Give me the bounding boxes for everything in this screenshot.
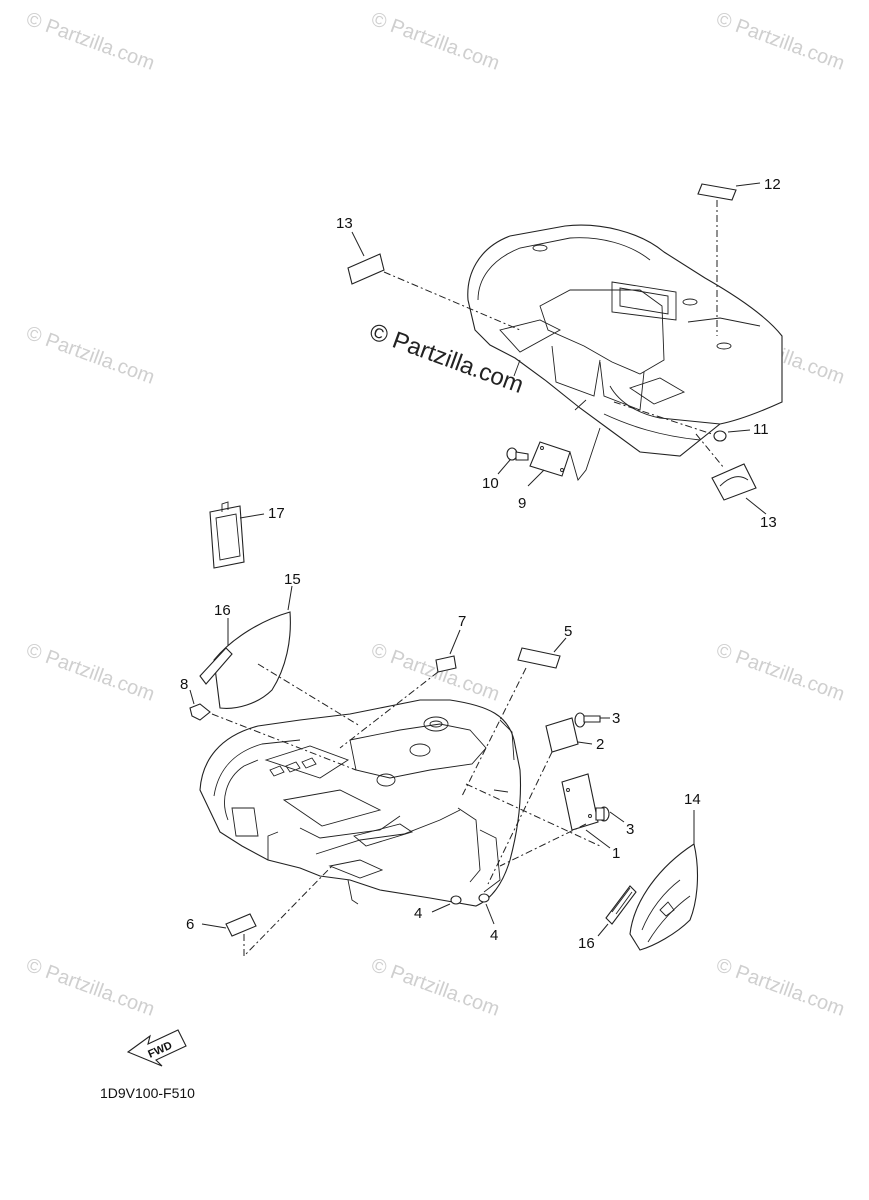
watermark: © Partzilla.com xyxy=(23,639,157,706)
watermark: © Partzilla.com xyxy=(23,322,157,389)
part-9-plate[interactable] xyxy=(529,441,571,477)
diagram-code: 1D9V100-F510 xyxy=(100,1085,195,1101)
part-7-label[interactable] xyxy=(435,655,457,673)
part-10-rivet[interactable] xyxy=(506,447,529,461)
callout-4-left: 4 xyxy=(414,905,422,922)
part-15-visor[interactable] xyxy=(213,611,291,709)
part-5-decal[interactable] xyxy=(517,647,561,669)
part-3-rivet-upper[interactable] xyxy=(574,712,601,728)
part-17-warning-tag[interactable] xyxy=(209,501,245,569)
watermark: © Partzilla.com xyxy=(23,8,157,75)
part-13-logo-decal[interactable] xyxy=(711,463,757,501)
part-8-emblem[interactable] xyxy=(189,703,211,721)
callout-10: 10 xyxy=(482,475,499,492)
callout-8: 8 xyxy=(180,676,188,693)
watermark: © Partzilla.com xyxy=(368,639,502,706)
watermark: © Partzilla.com xyxy=(713,954,847,1021)
callout-4-right: 4 xyxy=(490,927,498,944)
callout-9: 9 xyxy=(518,495,526,512)
rear-fender xyxy=(467,224,783,457)
callout-11: 11 xyxy=(753,421,769,438)
part-16-stripe-upper[interactable] xyxy=(199,647,233,685)
callout-7: 7 xyxy=(458,613,466,630)
part-11-grommet[interactable] xyxy=(713,430,727,442)
callout-15: 15 xyxy=(284,571,301,588)
part-12-decal[interactable] xyxy=(697,183,737,201)
callout-12: 12 xyxy=(764,176,781,193)
part-4-grommet-left[interactable] xyxy=(450,895,462,905)
callout-2: 2 xyxy=(596,736,604,753)
callout-16-upper: 16 xyxy=(214,602,231,619)
callout-13-lower: 13 xyxy=(760,514,777,531)
callout-13-upper: 13 xyxy=(336,215,353,232)
part-2-plate[interactable] xyxy=(545,717,579,753)
fwd-arrow-icon: FWD xyxy=(126,1029,187,1067)
watermark: © Partzilla.com xyxy=(713,639,847,706)
watermark: © Partzilla.com xyxy=(713,8,847,75)
callout-1: 1 xyxy=(612,845,620,862)
watermark: © Partzilla.com xyxy=(368,8,502,75)
callout-6: 6 xyxy=(186,916,194,933)
callout-17: 17 xyxy=(268,505,285,522)
front-fender xyxy=(199,699,522,907)
part-14-side-decal[interactable] xyxy=(629,843,698,951)
callout-5: 5 xyxy=(564,623,572,640)
watermark: © Partzilla.com xyxy=(368,954,502,1021)
part-3-rivet-lower[interactable] xyxy=(595,806,610,822)
part-13-decal[interactable] xyxy=(347,253,385,285)
callout-16-lower: 16 xyxy=(578,935,595,952)
part-4-grommet-right[interactable] xyxy=(478,893,490,903)
callout-3-upper: 3 xyxy=(612,710,620,727)
callout-3-lower: 3 xyxy=(626,821,634,838)
part-1-plate[interactable] xyxy=(561,773,599,831)
watermark: © Partzilla.com xyxy=(23,954,157,1021)
callout-14: 14 xyxy=(684,791,701,808)
part-6-decal[interactable] xyxy=(225,913,257,937)
part-16-stripe-lower[interactable] xyxy=(605,885,637,925)
